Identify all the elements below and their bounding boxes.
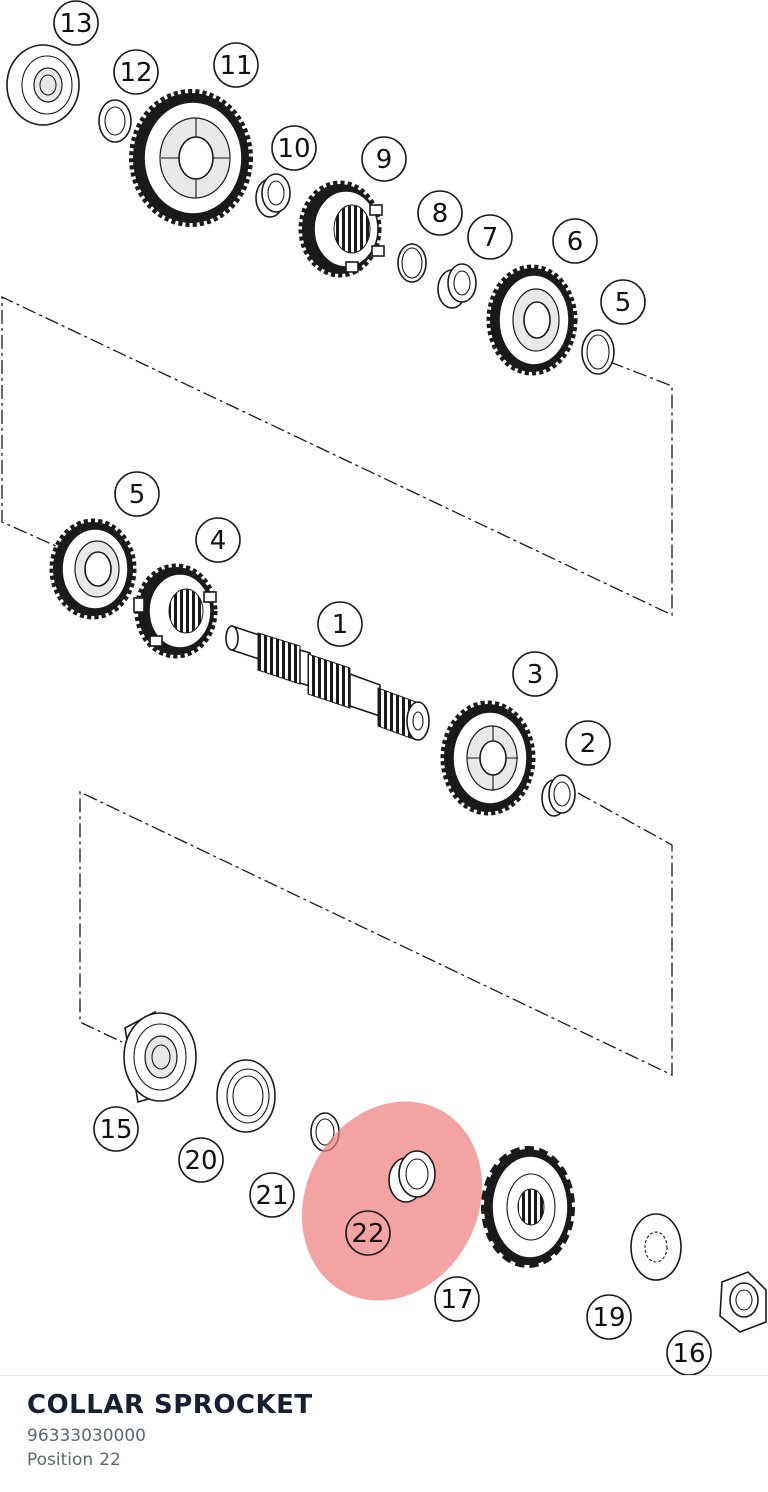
part-5-gear[interactable] <box>49 518 137 620</box>
part-20-seal[interactable] <box>216 1059 276 1133</box>
callout-label: 3 <box>527 660 544 690</box>
callout-10[interactable]: 9 <box>361 136 407 182</box>
callout-label: 4 <box>210 526 227 556</box>
part-15-bearing[interactable] <box>123 1010 197 1104</box>
callout-label: 9 <box>376 145 393 175</box>
callout-1[interactable]: 1 <box>317 601 363 647</box>
part-16-nut[interactable] <box>719 1271 767 1333</box>
callout-14[interactable]: 13 <box>53 0 99 46</box>
part-9-circlip[interactable] <box>397 243 427 283</box>
callout-19[interactable]: 19 <box>586 1294 632 1340</box>
exploded-parts-diagram: 13 12 11 10 9 8 7 6 5 5 5 4 1 <box>1 0 767 1375</box>
callout-label: 5 <box>129 480 146 510</box>
callout-label: 6 <box>567 227 584 257</box>
callout-label: 1 <box>332 610 349 640</box>
part-number: 96333030000 <box>27 1426 146 1446</box>
callout-label: 11 <box>219 51 252 81</box>
callout-7[interactable]: 6 <box>552 218 598 264</box>
callout-17[interactable]: 17 <box>434 1276 480 1322</box>
callout-label: 12 <box>119 58 152 88</box>
callout-label: 19 <box>592 1303 625 1333</box>
callout-9[interactable]: 8 <box>417 190 463 236</box>
part-4-gear[interactable] <box>133 563 218 659</box>
callout-label: 8 <box>432 199 449 229</box>
part-11-bushing[interactable] <box>255 173 291 218</box>
callout-label: 7 <box>482 223 499 253</box>
part-1-shaft[interactable] <box>225 624 430 741</box>
part-19-lock-washer[interactable] <box>630 1213 682 1281</box>
callout-label: 17 <box>440 1285 473 1315</box>
callout-label: 22 <box>351 1219 384 1249</box>
callout-label: 16 <box>672 1339 705 1369</box>
part-14-bearing[interactable] <box>6 44 80 126</box>
callout-11[interactable]: 10 <box>271 125 317 171</box>
callout-21[interactable]: 21 <box>249 1172 295 1218</box>
callout-4[interactable]: 4 <box>195 517 241 563</box>
part-3-gear[interactable] <box>440 700 536 816</box>
callout-8[interactable]: 7 <box>467 214 513 260</box>
callout-16[interactable]: 16 <box>666 1330 712 1375</box>
callout-15[interactable]: 15 <box>93 1106 139 1152</box>
callout-label: 20 <box>184 1146 217 1176</box>
assembly-guide-lines <box>1 295 673 1077</box>
callout-label: 13 <box>59 9 92 39</box>
callout-2[interactable]: 2 <box>565 720 611 766</box>
part-12-gear[interactable] <box>129 89 253 227</box>
part-17-sprocket[interactable] <box>481 1146 575 1268</box>
position-prefix: Position <box>27 1450 94 1470</box>
part-6-circlip[interactable] <box>581 329 615 375</box>
part-22-collar-sprocket[interactable] <box>388 1150 436 1203</box>
part-7-gear[interactable] <box>486 264 578 376</box>
callout-label: 2 <box>580 729 597 759</box>
part-2-bushing[interactable] <box>541 774 576 817</box>
part-13-washer[interactable] <box>98 99 132 143</box>
callout-label: 21 <box>255 1181 288 1211</box>
callout-5[interactable]: 5 5 <box>114 471 160 517</box>
callout-3[interactable]: 3 <box>512 651 558 697</box>
part-8-bushing[interactable] <box>437 263 477 309</box>
callout-22[interactable]: 22 <box>345 1210 391 1256</box>
callout-13[interactable]: 12 <box>113 49 159 95</box>
position-value: 22 <box>99 1450 121 1470</box>
callout-20[interactable]: 20 <box>178 1137 224 1183</box>
part-10-gear[interactable] <box>298 180 385 278</box>
callout-label: 15 <box>99 1115 132 1145</box>
callout-label: 10 <box>277 134 310 164</box>
highlight-position-22[interactable] <box>268 1070 517 1333</box>
callout-6[interactable]: 5 <box>600 279 646 325</box>
callout-12[interactable]: 11 <box>213 42 259 88</box>
part-name: COLLAR SPROCKET <box>27 1390 313 1420</box>
callout-label: 5 <box>615 288 632 318</box>
